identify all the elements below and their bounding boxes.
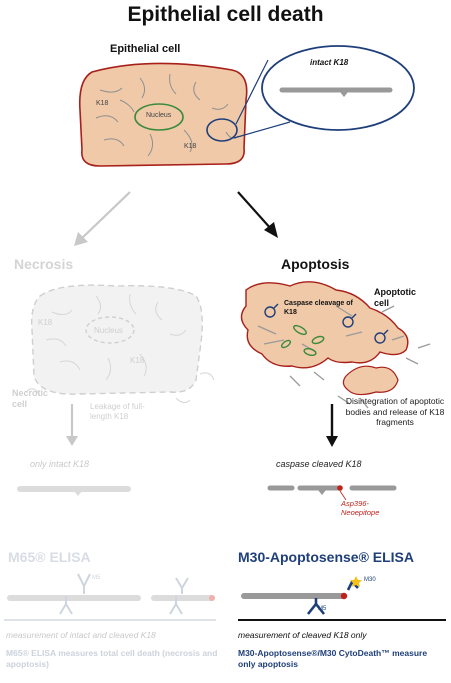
- arrow-to-necrosis: [79, 191, 131, 241]
- apoptotic-cell-shape: [240, 281, 409, 369]
- apoptotic-fragments: [257, 305, 431, 409]
- m65-title: M65® ELISA: [8, 549, 91, 565]
- caspase-icons: [264, 303, 389, 344]
- zoom-circle: [206, 118, 238, 142]
- necrotic-k18-label-2: K18: [130, 356, 145, 365]
- m65-antibodies: [59, 573, 189, 615]
- arrow-to-apoptosis: [237, 191, 273, 231]
- necrotic-k18-label-1: K18: [38, 318, 53, 327]
- m65-description: M65® ELISA measures total cell death (ne…: [6, 648, 218, 670]
- m30-measurement: measurement of cleaved K18 only: [238, 630, 367, 640]
- m30-detect-label: M30: [364, 577, 376, 583]
- zoom-label: intact K18: [310, 58, 349, 67]
- necrotic-k18-filaments: [25, 293, 215, 404]
- green-fragments: [280, 324, 325, 356]
- m30-title: M30-Apoptosense® ELISA: [238, 549, 415, 565]
- m30-capture-antibody: [306, 598, 326, 615]
- disintegration-label: Disintegration of apoptotic bodies and r…: [345, 396, 445, 428]
- neoepitope-label: Asp396-Neoepitope: [341, 499, 380, 517]
- m30-description: M30-Apoptosense®/M30 CytoDeath™ measure …: [238, 648, 428, 670]
- necrotic-cell-shape: [30, 284, 203, 395]
- m65-measurement: measurement of intact and cleaved K18: [6, 630, 156, 640]
- necrotic-nucleus-shape: [85, 316, 135, 344]
- apoptosis-result-label: caspase cleaved K18: [276, 459, 362, 469]
- page-title: Epithelial cell death: [127, 3, 324, 26]
- apoptosis-heading: Apoptosis: [281, 256, 350, 272]
- necrotic-nucleus-label: Nucleus: [94, 326, 123, 335]
- m30-capture-label: M5: [318, 606, 327, 612]
- epithelial-cell-label: Epithelial cell: [110, 43, 181, 55]
- necrosis-heading: Necrosis: [14, 256, 74, 272]
- epithelial-k18-label-1: K18: [96, 100, 109, 107]
- neoepitope-dot: [337, 485, 343, 491]
- epithelial-k18-label-2: K18: [184, 143, 197, 150]
- epithelial-nucleus-label: Nucleus: [146, 112, 172, 119]
- apoptotic-body: [342, 365, 399, 396]
- necrosis-result-label: only intact K18: [30, 459, 90, 469]
- m65-antibody-label: M5: [92, 575, 101, 581]
- apoptotic-cell-label: Apoptotic cell: [374, 287, 416, 309]
- necrotic-cell-label: Necrotic cell: [12, 388, 49, 409]
- caspase-label: Caspase cleavage of K18: [284, 300, 353, 316]
- leakage-label: Leakage of full-length K18: [90, 402, 145, 421]
- m30-star-icon: [350, 576, 362, 587]
- epithelial-nucleus-shape: [134, 103, 184, 131]
